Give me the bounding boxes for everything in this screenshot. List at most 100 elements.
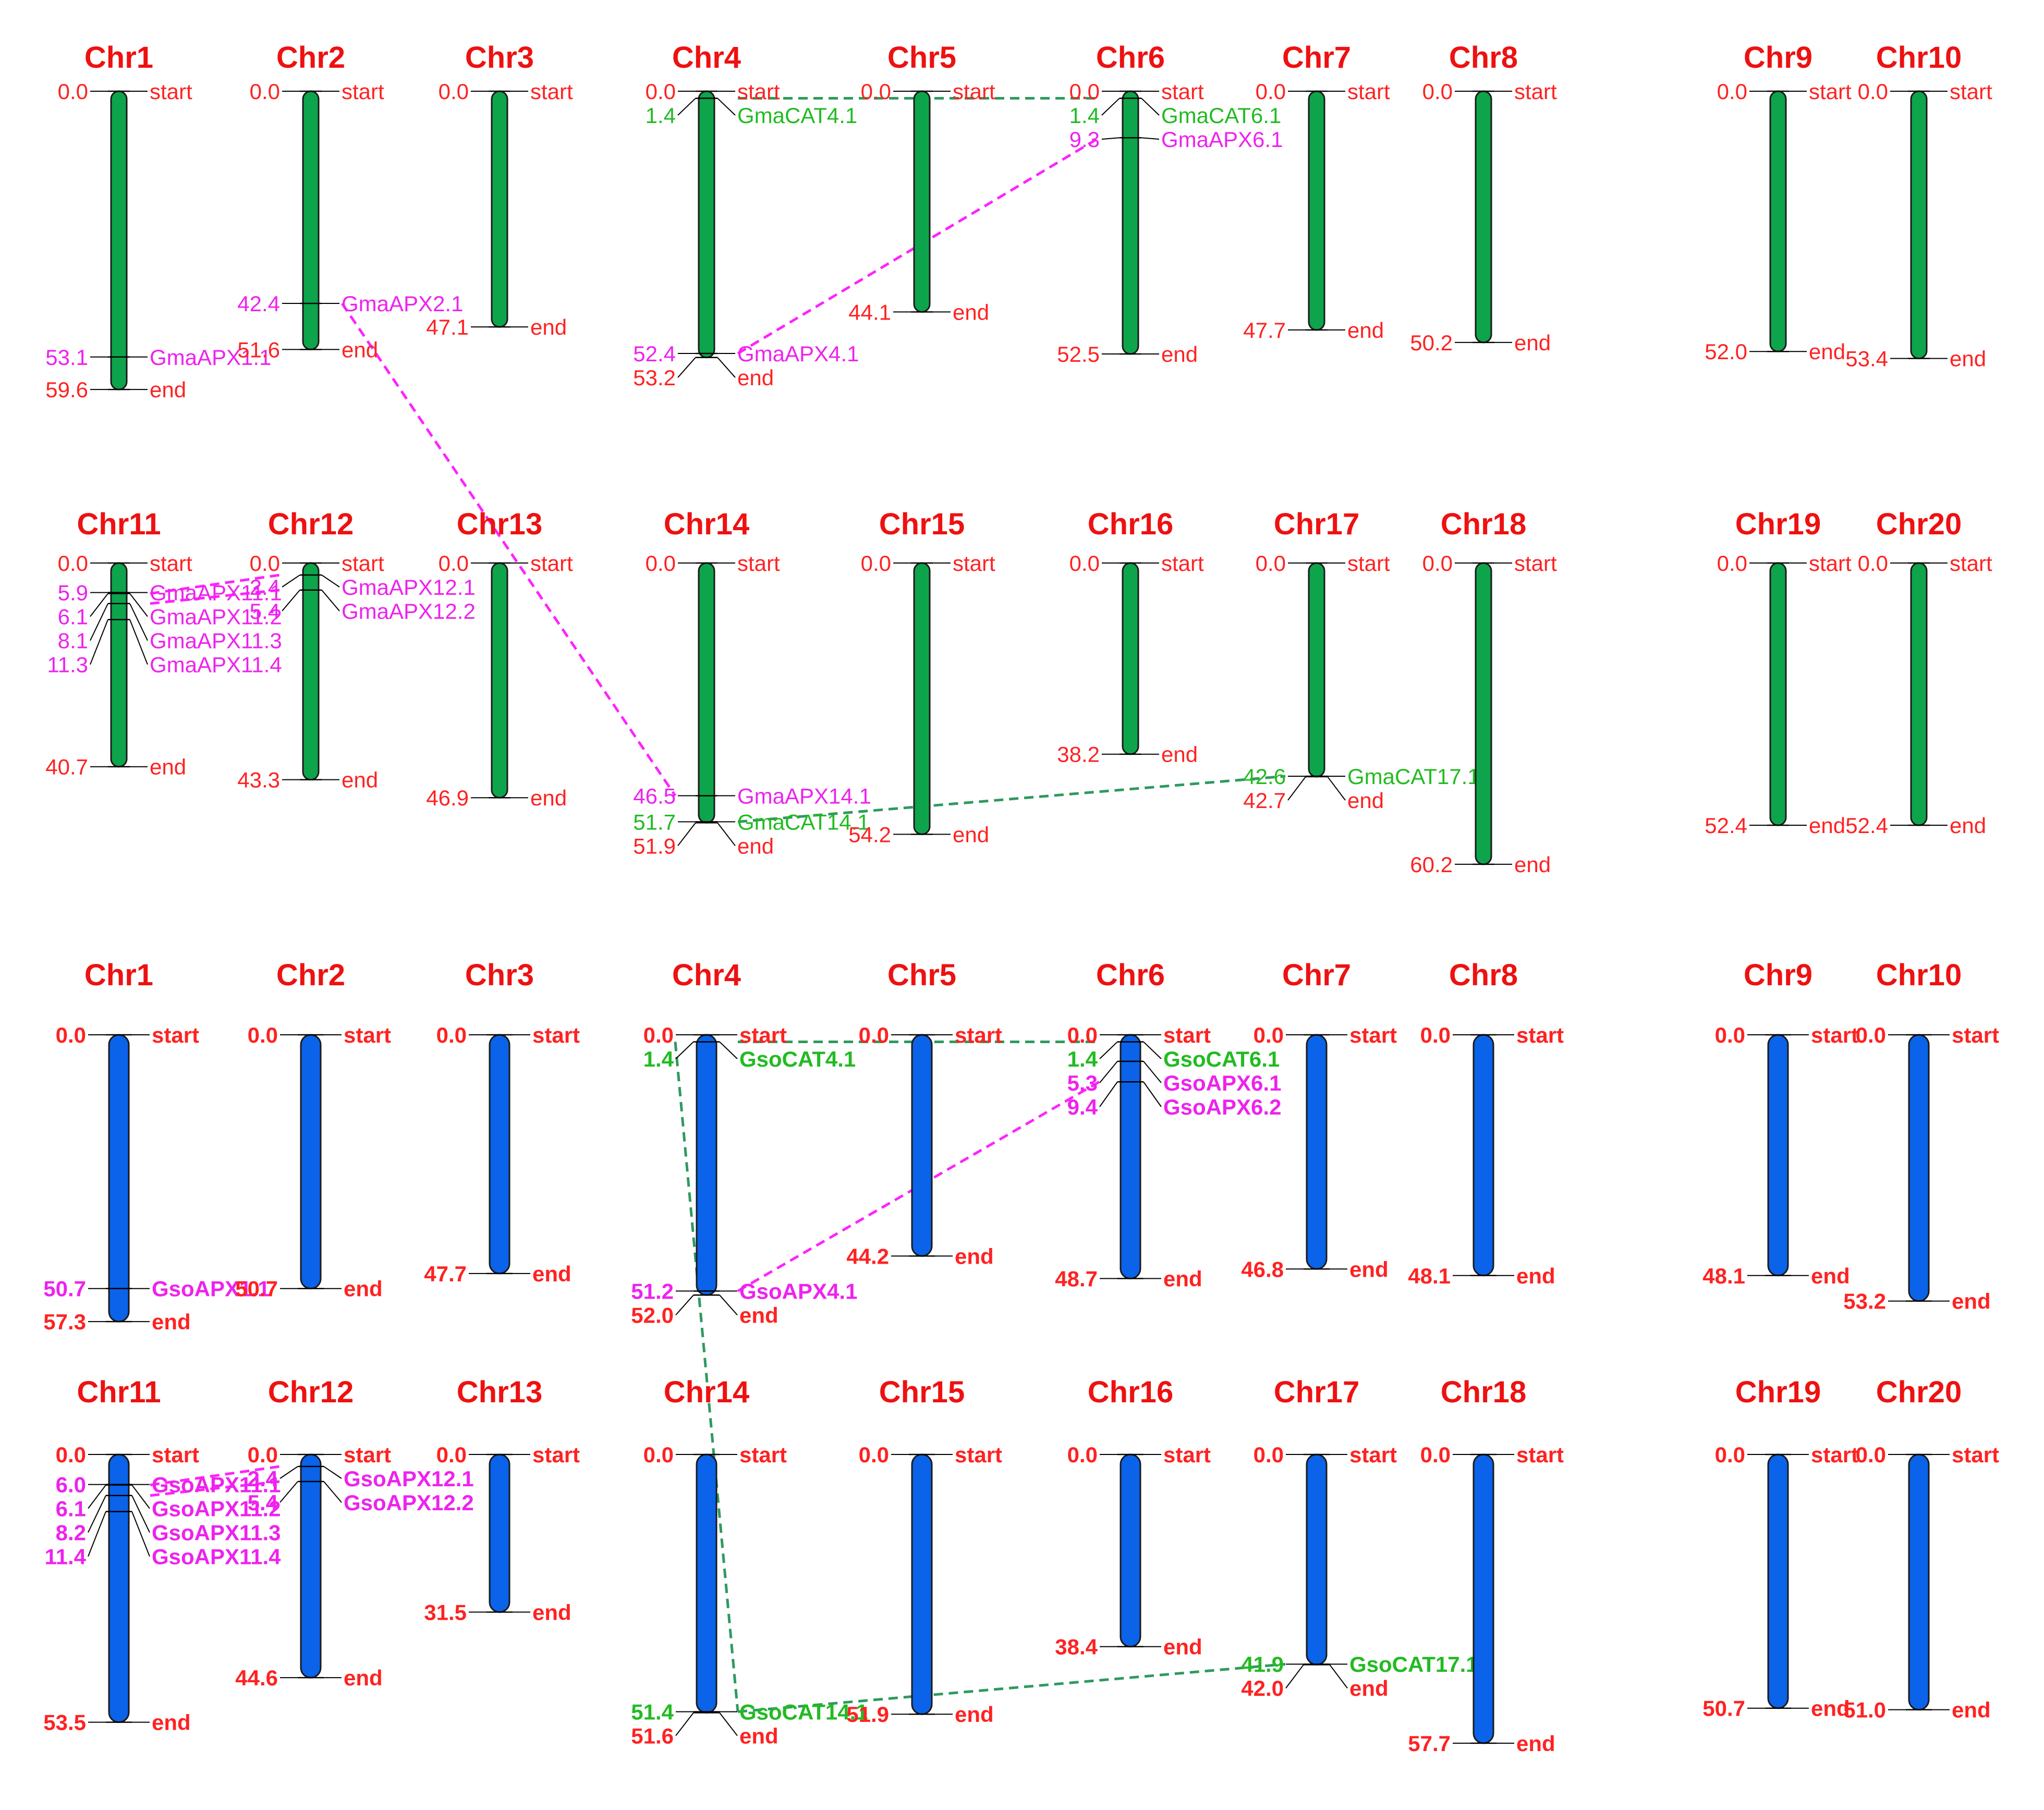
marker-label: start bbox=[1347, 79, 1390, 104]
position-value: 42.4 bbox=[237, 291, 280, 316]
chromosome-bar bbox=[913, 90, 931, 313]
leader-left bbox=[90, 603, 108, 641]
chromosome-title: Chr14 bbox=[664, 1375, 749, 1409]
chromosome-title: Chr17 bbox=[1274, 507, 1359, 541]
position-value: 6.1 bbox=[58, 605, 88, 629]
marker-end: 52.4 end bbox=[1845, 813, 1986, 838]
chromosome-title: Chr20 bbox=[1876, 507, 1962, 541]
chromosome-bar bbox=[1306, 1034, 1328, 1270]
marker-label: start bbox=[152, 1442, 199, 1467]
leader-left bbox=[1099, 1061, 1118, 1083]
gene-label: GmaAPX14.1 bbox=[737, 784, 871, 808]
leader-left bbox=[1101, 137, 1120, 140]
leader-left bbox=[90, 619, 108, 665]
position-value: 0.0 bbox=[56, 1023, 86, 1047]
marker-label: end bbox=[344, 1666, 383, 1690]
position-value: 48.1 bbox=[1702, 1264, 1745, 1288]
position-value: 5.4 bbox=[248, 1490, 278, 1515]
chromosome-bar bbox=[698, 90, 715, 359]
position-value: 0.0 bbox=[250, 79, 280, 104]
marker-label: start bbox=[344, 1442, 391, 1467]
position-value: 46.5 bbox=[633, 784, 676, 808]
chromosome-bar bbox=[489, 1034, 510, 1275]
marker-label: end bbox=[955, 1244, 994, 1268]
position-value: 6.1 bbox=[56, 1497, 86, 1521]
leader-right bbox=[1327, 776, 1346, 801]
marker-label: start bbox=[1950, 79, 1992, 104]
gene-label: GsoAPX6.1 bbox=[1163, 1071, 1281, 1095]
position-value: 0.0 bbox=[1422, 79, 1453, 104]
chromosome-bar bbox=[1475, 562, 1492, 865]
position-value: 60.2 bbox=[1410, 852, 1453, 877]
leader-right bbox=[131, 1484, 150, 1509]
link-gsoapx4-1-gsoapx6-2 bbox=[737, 1081, 1100, 1292]
chromosome-title: Chr20 bbox=[1876, 1375, 1962, 1409]
marker-label: end bbox=[342, 768, 378, 792]
chromosome-title: Chr5 bbox=[887, 41, 956, 75]
chromosome-title: Chr11 bbox=[77, 1375, 161, 1409]
marker-label: start bbox=[530, 79, 573, 104]
chromosome-bar bbox=[300, 1453, 322, 1679]
leader-left bbox=[282, 574, 300, 588]
position-value: 0.0 bbox=[1858, 79, 1888, 104]
chromosome-title: Chr4 bbox=[672, 41, 741, 75]
leader-left bbox=[279, 1466, 298, 1479]
chromosome-bar bbox=[1908, 1453, 1930, 1711]
chromosome-title: Chr7 bbox=[1282, 41, 1351, 75]
position-value: 38.4 bbox=[1055, 1635, 1098, 1659]
leader-right bbox=[321, 574, 340, 588]
marker-label: end bbox=[1950, 813, 1986, 838]
link-gsocat14-1-gsocat17-1 bbox=[737, 1662, 1286, 1713]
position-value: 47.7 bbox=[424, 1262, 467, 1286]
position-value: 52.4 bbox=[1845, 813, 1888, 838]
position-value: 53.1 bbox=[45, 345, 88, 370]
position-value: 1.4 bbox=[1067, 1047, 1098, 1071]
gene-label: GsoCAT6.1 bbox=[1163, 1047, 1280, 1071]
position-value: 51.7 bbox=[633, 810, 676, 834]
leader-right bbox=[321, 590, 340, 612]
gene-label: GmaAPX1.1 bbox=[150, 345, 271, 370]
chromosome-title: Chr2 bbox=[276, 958, 345, 992]
position-value: 9.4 bbox=[1067, 1095, 1098, 1119]
position-value: 51.4 bbox=[631, 1699, 674, 1724]
leader-right bbox=[1143, 1081, 1162, 1107]
gene-label: GsoAPX11.4 bbox=[152, 1545, 281, 1569]
chromosome-title: Chr15 bbox=[879, 1375, 965, 1409]
position-value: 47.1 bbox=[426, 315, 469, 339]
chromosome-bar bbox=[698, 562, 715, 824]
marker-label: end bbox=[737, 365, 774, 390]
chromosome-title: Chr19 bbox=[1735, 1375, 1821, 1409]
chromosome-title: Chr15 bbox=[879, 507, 965, 541]
position-value: 50.7 bbox=[235, 1277, 278, 1301]
